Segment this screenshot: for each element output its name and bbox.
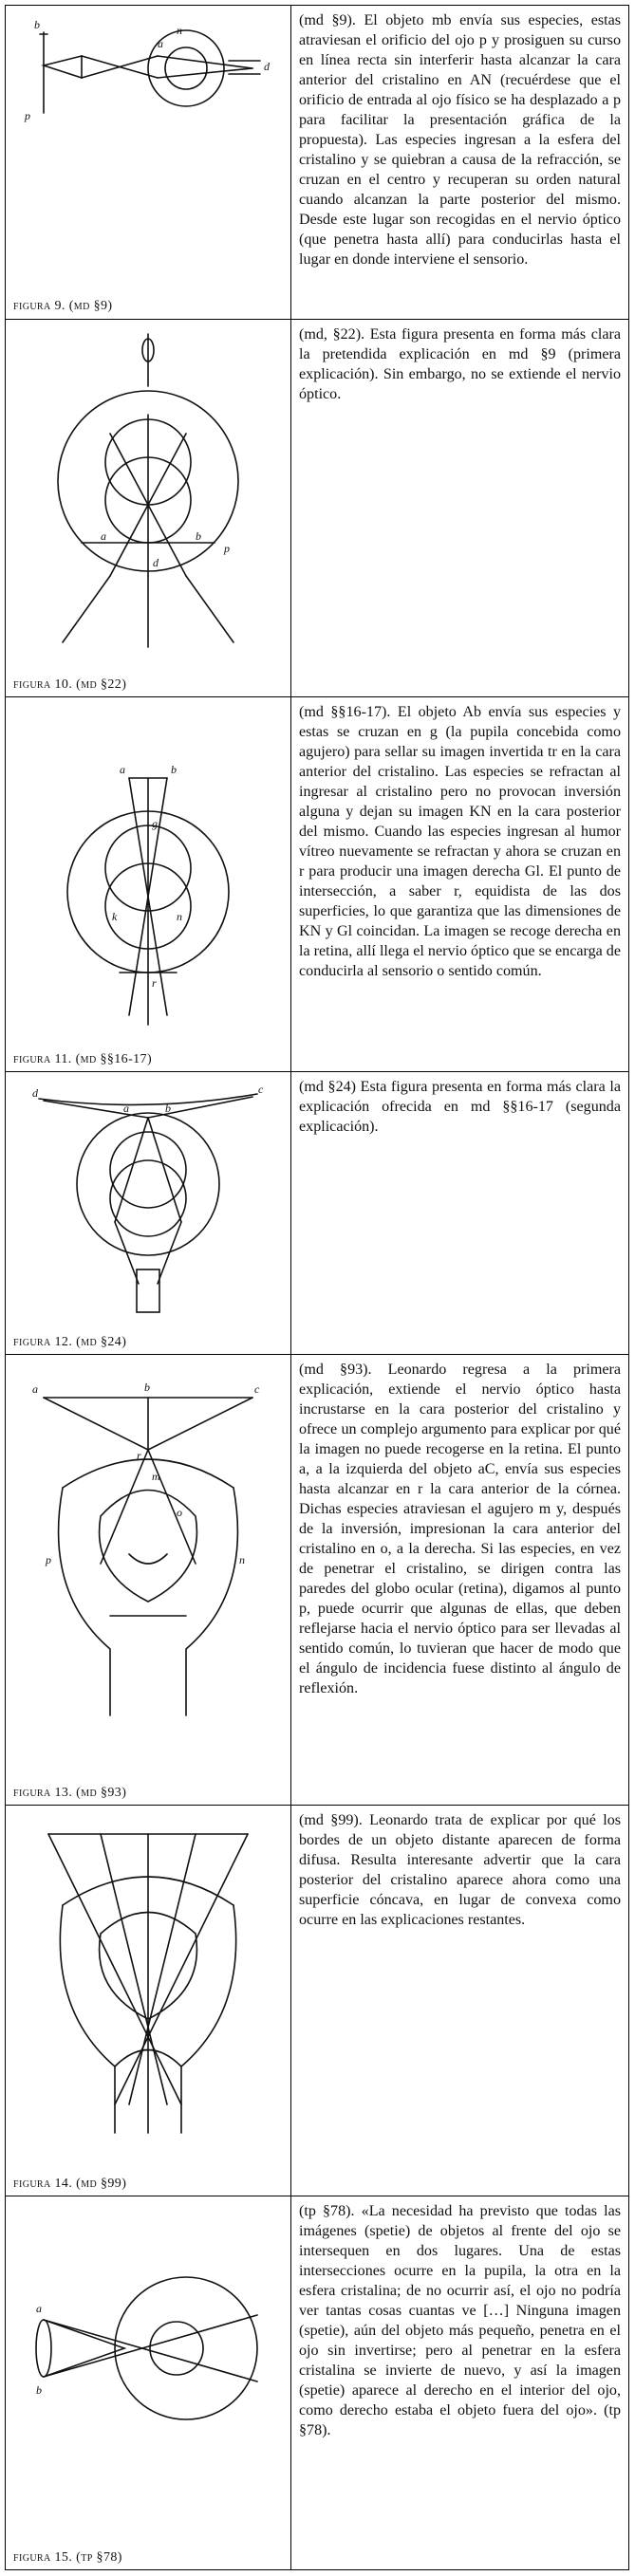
figure-14-description: (md §99). Leonardo trata de explicar por…	[291, 1806, 628, 2196]
figure-cell: figura 14. (md §99)	[6, 1806, 291, 2196]
figure-9-letter: n	[177, 24, 182, 37]
figure-13-caption: figura 13. (md §93)	[13, 1786, 126, 1801]
table-row: p b d n a figura 9. (md §9) (md §9). El …	[6, 6, 628, 319]
figure-cell: a b g r k n figura 11. (md §§16-17)	[6, 697, 291, 1072]
figure-9-letter: p	[24, 109, 30, 122]
figure-11-letter: k	[112, 910, 118, 923]
figure-12-description: (md §24) Esta figura presenta en forma m…	[291, 1072, 628, 1355]
figure-cell: a b d p figura 10. (md §22)	[6, 320, 291, 697]
figure-10-description: (md, §22). Esta figura presenta en forma…	[291, 320, 628, 697]
figure-10-letter: a	[101, 529, 106, 543]
figure-13-letter: c	[254, 1382, 260, 1396]
figure-10-letter: d	[153, 556, 159, 569]
figure-12-letter: b	[165, 1102, 171, 1115]
figure-11-letter: r	[152, 976, 157, 990]
table-row: figura 14. (md §99) (md §99). Leonardo t…	[6, 1805, 628, 2196]
figure-15-letter: b	[36, 2383, 42, 2397]
figure-13-letter: b	[144, 1381, 150, 1394]
figure-15-drawing: a b	[15, 2253, 281, 2443]
figure-13-letter: n	[239, 1553, 245, 1566]
figure-9-description: (md §9). El objeto mb envía sus especies…	[291, 6, 628, 319]
figure-9-letter: a	[158, 37, 163, 50]
table-row: a b g r k n figura 11. (md §§16-17) (md …	[6, 696, 628, 1072]
table-row: a b d p figura 10. (md §22) (md, §22). E…	[6, 319, 628, 697]
figure-11-letter: b	[171, 763, 177, 776]
figure-11-letter: g	[152, 817, 158, 830]
figure-cell: a b c r m o p n figura 13. (md §93)	[6, 1355, 291, 1806]
figure-13-description: (md §93). Leonardo regresa a la primera …	[291, 1355, 628, 1806]
figure-12-caption: figura 12. (md §24)	[13, 1335, 126, 1350]
figure-11-drawing: a b g r k n	[53, 750, 243, 1034]
figure-15-caption: figura 15. (tp §78)	[13, 2550, 122, 2566]
figure-cell: a b figura 15. (tp §78)	[6, 2196, 291, 2570]
figure-11-description: (md §§16-17). El objeto Ab envía sus esp…	[291, 697, 628, 1072]
figure-cell: p b d n a figura 9. (md §9)	[6, 6, 291, 319]
figure-13-drawing: a b c r m o p n	[25, 1374, 271, 1725]
figure-12-letter: a	[123, 1102, 129, 1115]
figure-11-letter: a	[120, 763, 125, 776]
figure-table: p b d n a figura 9. (md §9) (md §9). El …	[5, 5, 629, 2570]
table-row: a b c r m o p n figura 13. (md §93) (md …	[6, 1354, 628, 1806]
figure-10-letter: p	[223, 542, 230, 555]
figure-9-letter: d	[264, 60, 271, 73]
figure-15-description: (tp §78). «La necesidad ha previsto que …	[291, 2196, 628, 2570]
figure-10-letter: b	[196, 529, 201, 543]
figure-11-caption: figura 11. (md §§16-17)	[13, 1052, 152, 1067]
table-row: a b figura 15. (tp §78) (tp §78). «La ne…	[6, 2196, 628, 2570]
figure-10-drawing: a b d p	[44, 329, 252, 652]
figure-13-letter: p	[45, 1553, 51, 1566]
figure-9-caption: figura 9. (md §9)	[13, 299, 112, 314]
figure-14-caption: figura 14. (md §99)	[13, 2177, 126, 2192]
figure-12-letter: d	[32, 1086, 39, 1100]
figure-12-drawing: d c a b	[25, 1080, 271, 1326]
figure-13-letter: a	[32, 1382, 38, 1396]
figure-12-letter: c	[258, 1083, 264, 1096]
figure-15-letter: a	[36, 2302, 42, 2315]
figure-13-letter: m	[152, 1470, 160, 1483]
figure-14-drawing	[34, 1820, 262, 2152]
figure-13-letter: r	[137, 1449, 141, 1462]
figure-cell: d c a b figura 12. (md §24)	[6, 1072, 291, 1355]
figure-9-letter: b	[34, 18, 40, 31]
figure-11-letter: n	[177, 910, 182, 923]
table-row: d c a b figura 12. (md §24) (md §24) Est…	[6, 1071, 628, 1355]
figure-10-caption: figura 10. (md §22)	[13, 677, 126, 693]
figure-9-drawing: p b d n a	[15, 13, 281, 127]
figure-13-letter: o	[177, 1506, 182, 1519]
